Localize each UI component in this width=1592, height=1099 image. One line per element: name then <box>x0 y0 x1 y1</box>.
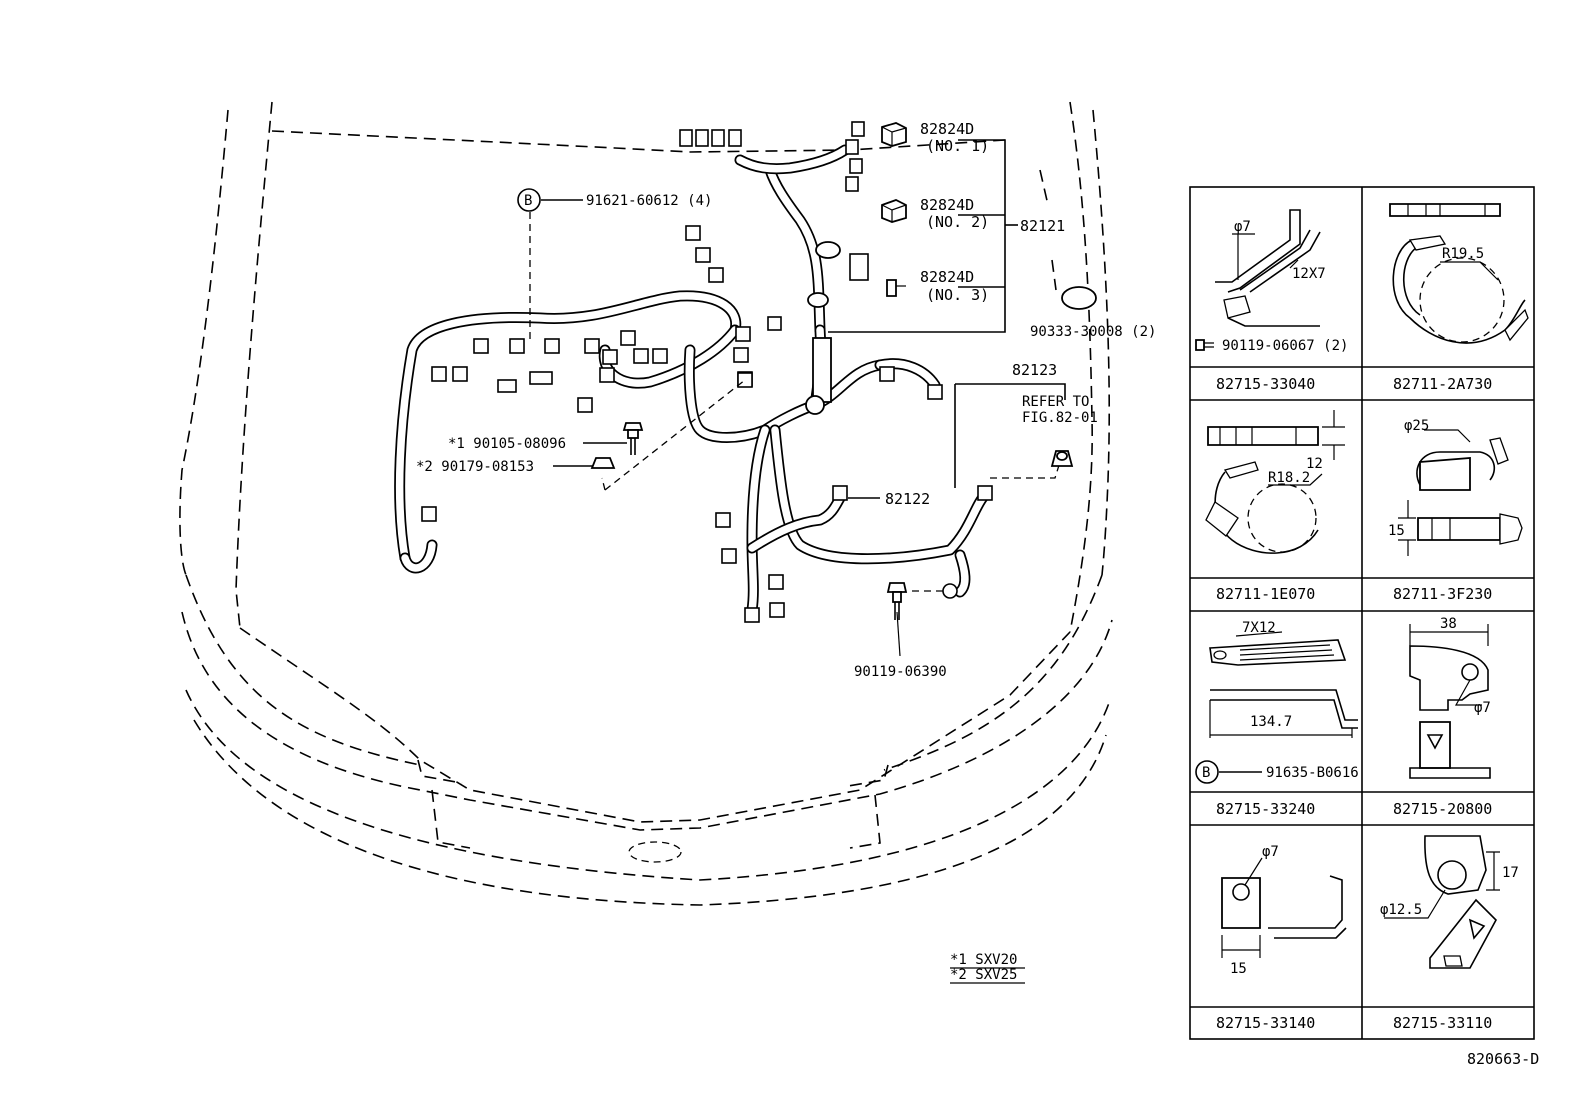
callout-labels: 82824D (NO. 1) 82824D (NO. 2) 82824D (NO… <box>416 120 1156 680</box>
clamp-82715-33040-label: 82715-33040 <box>1216 375 1315 393</box>
nut-90179-icon <box>590 457 616 469</box>
wire-harness-82121 <box>394 144 991 616</box>
b-marker-label: B <box>524 193 532 209</box>
note-sxv20: *1 SXV20 <box>950 952 1017 968</box>
clamp-82711-2A730-label: 82711-2A730 <box>1393 375 1492 393</box>
relay-no1-sub-label: (NO. 1) <box>926 137 989 155</box>
clamp-82715-33110-drawing <box>1384 835 1500 969</box>
figure-id: 820663-D <box>1467 1050 1539 1068</box>
clamp-82715-33240-label: 82715-33240 <box>1216 800 1315 818</box>
bolt-90119-06390-icon <box>886 582 908 620</box>
ground-bolt-part-label: 90119-06390 <box>854 664 947 680</box>
plug-part-label: 90333-30008 (2) <box>1030 324 1156 340</box>
clamp-82715-20800-label: 82715-20800 <box>1393 800 1492 818</box>
clamp-82711-1E070-drawing <box>1205 410 1345 554</box>
harness-82122-label: 82122 <box>885 490 930 508</box>
relay-no2-part-label: 82824D <box>920 196 974 214</box>
clamp-1e070-dim-r182: R18.2 <box>1268 470 1310 486</box>
clamp-detail-table: φ7 12X7 90119-06067 (2) 82715-33040 R19.… <box>1189 186 1535 1040</box>
clamp-33240-sub-part: 91635-B0616 <box>1266 765 1359 781</box>
model-notes: *1 SXV20 *2 SXV25 <box>950 952 1025 984</box>
leader-lines <box>529 139 1066 657</box>
clamp-33140-dim-15: 15 <box>1230 961 1247 977</box>
clamp-20800-dim-38: 38 <box>1440 616 1457 632</box>
clamp-82711-1E070-label: 82711-1E070 <box>1216 585 1315 603</box>
clamp-33240-dim-7x12: 7X12 <box>1242 620 1276 636</box>
clamp-20800-dim-phi7: φ7 <box>1474 700 1491 716</box>
clamp-2a730-dim-r195: R19.5 <box>1442 246 1484 262</box>
bolt-90105-icon <box>622 422 644 455</box>
note-sxv25: *2 SXV25 <box>950 967 1017 983</box>
clamp-82715-33240-drawing <box>1195 631 1358 784</box>
relay-no1-part-label: 82824D <box>920 120 974 138</box>
clamp-82711-2A730-drawing <box>1389 203 1529 344</box>
fasteners <box>517 122 1097 620</box>
harness-82123-label: 82123 <box>1012 361 1057 379</box>
clamp-33040-dim-12x7: 12X7 <box>1292 266 1326 282</box>
clamp-33240-b-marker: B <box>1202 765 1210 781</box>
clamp-1e070-dim-12: 12 <box>1306 456 1323 472</box>
b-marker-circle-icon <box>517 188 541 212</box>
relay-no3-sub-label: (NO. 3) <box>926 286 989 304</box>
clamp-82715-33040-drawing <box>1195 209 1321 351</box>
clamp-82715-33140-label: 82715-33140 <box>1216 1014 1315 1032</box>
clamp-82715-20800-drawing <box>1409 624 1491 779</box>
clamp-33140-dim-phi7: φ7 <box>1262 844 1279 860</box>
nut-2-part-label: *2 90179-08153 <box>416 459 534 475</box>
refer-line2-label: FIG.82-01 <box>1022 410 1098 426</box>
bolt-b-part-label: 91621-60612 (4) <box>586 193 712 209</box>
clamp-33040-dim-phi7: φ7 <box>1234 219 1251 235</box>
clamp-33240-dim-1347: 134.7 <box>1250 714 1292 730</box>
relay-82824d-no2-icon <box>881 199 907 223</box>
clamp-33110-dim-17: 17 <box>1502 865 1519 881</box>
clamp-82715-33110-label: 82715-33110 <box>1393 1014 1492 1032</box>
clamp-33110-dim-phi125: φ12.5 <box>1380 902 1422 918</box>
grommet-icon <box>1050 450 1074 467</box>
clamp-3f230-dim-phi25: φ25 <box>1404 418 1429 434</box>
clamp-82715-33140-drawing <box>1221 857 1347 958</box>
clamp-33040-sub-part: 90119-06067 (2) <box>1222 338 1348 354</box>
harness-82121-label: 82121 <box>1020 217 1065 235</box>
bolt-1-part-label: *1 90105-08096 <box>448 436 566 452</box>
clamp-82711-3F230-label: 82711-3F230 <box>1393 585 1492 603</box>
clamp-3f230-dim-15: 15 <box>1388 523 1405 539</box>
clamp-82711-3F230-drawing <box>1398 429 1523 556</box>
refer-line1-label: REFER TO <box>1022 394 1089 410</box>
relay-no2-sub-label: (NO. 2) <box>926 213 989 231</box>
vehicle-body-outline <box>179 101 1113 906</box>
relay-82824d-no3-icon <box>886 279 906 297</box>
hole-plug-icon <box>1061 286 1097 310</box>
harness-connectors <box>421 121 993 623</box>
relay-82824d-no1-icon <box>881 122 907 147</box>
relay-no3-part-label: 82824D <box>920 268 974 286</box>
